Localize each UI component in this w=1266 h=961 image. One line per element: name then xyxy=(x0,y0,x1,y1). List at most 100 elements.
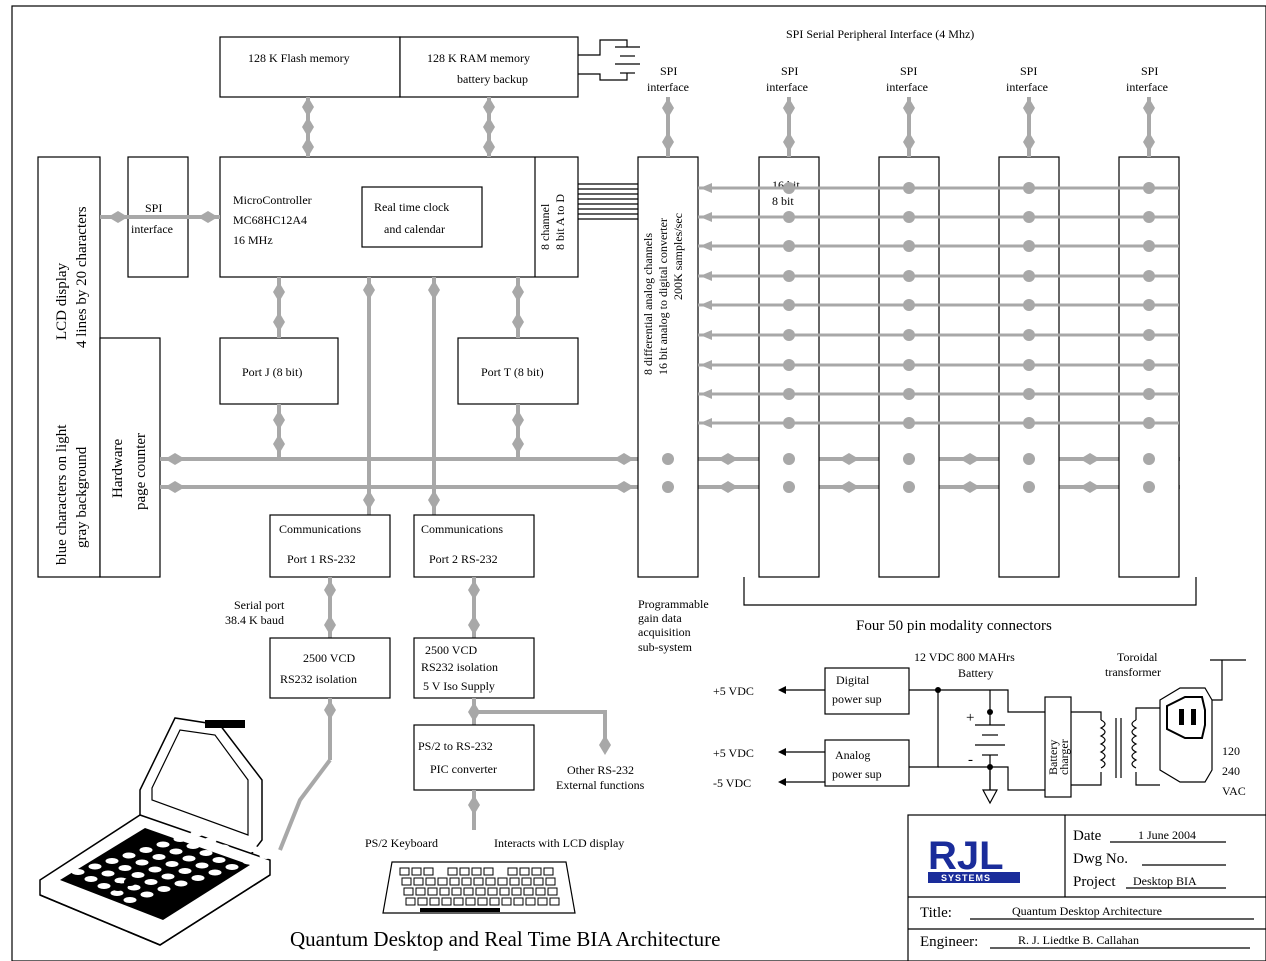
keyboard-key xyxy=(461,877,472,886)
bus-node-icon xyxy=(903,359,915,371)
svg-text:Port J (8 bit): Port J (8 bit) xyxy=(242,365,302,379)
keyboard-key xyxy=(519,867,530,876)
laptop-key xyxy=(97,883,111,889)
bus-node-icon xyxy=(903,270,915,282)
svg-text:+5 VDC: +5 VDC xyxy=(713,684,754,698)
bus-arrow-icon xyxy=(700,300,712,310)
mcu-part: MC68HC12A4 xyxy=(233,213,307,227)
keyboard-key xyxy=(523,887,534,896)
modality-connector-columns xyxy=(758,156,1180,578)
svg-text:SPI: SPI xyxy=(1020,64,1037,78)
svg-text:120: 120 xyxy=(1222,744,1240,758)
svg-text:Communications: Communications xyxy=(279,522,361,536)
laptop-key xyxy=(144,879,158,885)
bus-arrow-icon xyxy=(700,271,712,281)
svg-text:Port 1 RS-232: Port 1 RS-232 xyxy=(287,552,356,566)
connector-diamond-icon xyxy=(512,312,524,332)
bus-node-icon xyxy=(903,182,915,194)
svg-text:8 differential analog channels: 8 differential analog channels xyxy=(641,233,655,375)
keyboard-key xyxy=(483,867,494,876)
svg-text:240: 240 xyxy=(1222,764,1240,778)
bus-node-icon xyxy=(903,453,915,465)
bus-arrow-icon xyxy=(700,212,712,222)
rjl-logo: RJL SYSTEMS xyxy=(928,826,1020,884)
bus-node-icon xyxy=(783,417,795,429)
keyboard-key xyxy=(487,887,498,896)
connector-diamond-icon xyxy=(1023,132,1035,152)
laptop-key xyxy=(169,848,183,855)
svg-text:2500 VCD: 2500 VCD xyxy=(303,651,355,665)
svg-text:16 bit analog to digital conve: 16 bit analog to digital converter xyxy=(656,218,670,375)
keyboard-key xyxy=(437,877,448,886)
bus-node-icon xyxy=(903,388,915,400)
keyboard-key xyxy=(545,877,556,886)
laptop-key xyxy=(135,859,149,866)
bus-node-icon xyxy=(1143,270,1155,282)
power-section: Digital power sup Analog power sup +5 VD… xyxy=(713,650,1246,805)
bus-node-icon xyxy=(783,270,795,282)
gain-label2: gain data xyxy=(638,611,682,625)
lcd-background-label: gray background xyxy=(74,446,90,548)
laptop-key xyxy=(71,869,85,875)
analog-power-supply xyxy=(824,739,910,787)
keyboard-key xyxy=(413,877,424,886)
svg-text:VAC: VAC xyxy=(1222,784,1246,798)
laptop-key xyxy=(139,847,153,853)
keyboard-key xyxy=(537,897,548,906)
connector-diamond-icon xyxy=(483,97,495,117)
bus-node-icon xyxy=(1143,299,1155,311)
svg-text:SPI: SPI xyxy=(660,64,677,78)
bus-node-icon xyxy=(1023,453,1035,465)
laptop-key xyxy=(140,891,154,898)
laptop-key xyxy=(105,858,119,864)
laptop-key xyxy=(156,841,170,848)
svg-text:RJL: RJL xyxy=(928,834,1004,878)
bus-node-icon xyxy=(1143,388,1155,400)
battery-charger xyxy=(1044,696,1072,798)
connector-diamond-icon xyxy=(614,481,634,493)
laptop-key xyxy=(190,830,204,837)
comm-port-1-block: Communications Port 1 RS-232 xyxy=(269,514,391,578)
keyboard-key xyxy=(477,897,488,906)
svg-text:SPI: SPI xyxy=(900,64,917,78)
bus-node-icon xyxy=(783,240,795,252)
laptop-key xyxy=(127,884,141,891)
connector-diamond-icon xyxy=(483,137,495,157)
keyboard-key xyxy=(427,887,438,896)
atod-label1: 8 channel xyxy=(538,203,552,250)
connector-diamond-icon xyxy=(428,280,440,300)
atod-label2: 8 bit A to D xyxy=(553,194,567,250)
svg-text:Digital: Digital xyxy=(836,673,870,687)
bus-node-icon xyxy=(783,182,795,194)
keyboard-key xyxy=(463,887,474,896)
keyboard-key xyxy=(459,867,470,876)
ram-memory-block: 128 K RAM memory battery backup xyxy=(399,36,579,98)
main-title: Quantum Desktop and Real Time BIA Archit… xyxy=(290,927,720,951)
bus-node-icon xyxy=(1143,182,1155,194)
lcd-color-label: blue characters on light xyxy=(54,424,70,565)
keyboard-key xyxy=(513,897,524,906)
laptop-key xyxy=(259,853,273,859)
bus-node-icon xyxy=(783,388,795,400)
laptop-key xyxy=(203,837,217,844)
keyboard-key xyxy=(425,877,436,886)
svg-text:Project: Project xyxy=(1073,874,1116,890)
microcontroller-block: MicroController MC68HC12A4 16 MHz Real t… xyxy=(219,156,579,278)
connector-diamond-icon xyxy=(783,132,795,152)
keyboard-key xyxy=(549,897,560,906)
keyboard-key xyxy=(447,867,458,876)
keyboard-key xyxy=(511,887,522,896)
svg-text:Battery: Battery xyxy=(1046,740,1060,775)
bus-node-icon xyxy=(1143,329,1155,341)
gain-label4: sub-system xyxy=(638,640,693,654)
bus-node-icon xyxy=(1023,211,1035,223)
lcd-label: LCD display xyxy=(54,262,70,340)
connector-diamond-icon xyxy=(960,453,980,465)
svg-text:PIC converter: PIC converter xyxy=(430,762,497,776)
laptop-key xyxy=(131,872,145,878)
atod-channel-lines xyxy=(578,183,638,220)
bus-node-icon xyxy=(1023,481,1035,493)
laptop-key xyxy=(101,870,115,877)
keyboard-key xyxy=(535,887,546,896)
connector-diamond-icon xyxy=(165,481,185,493)
